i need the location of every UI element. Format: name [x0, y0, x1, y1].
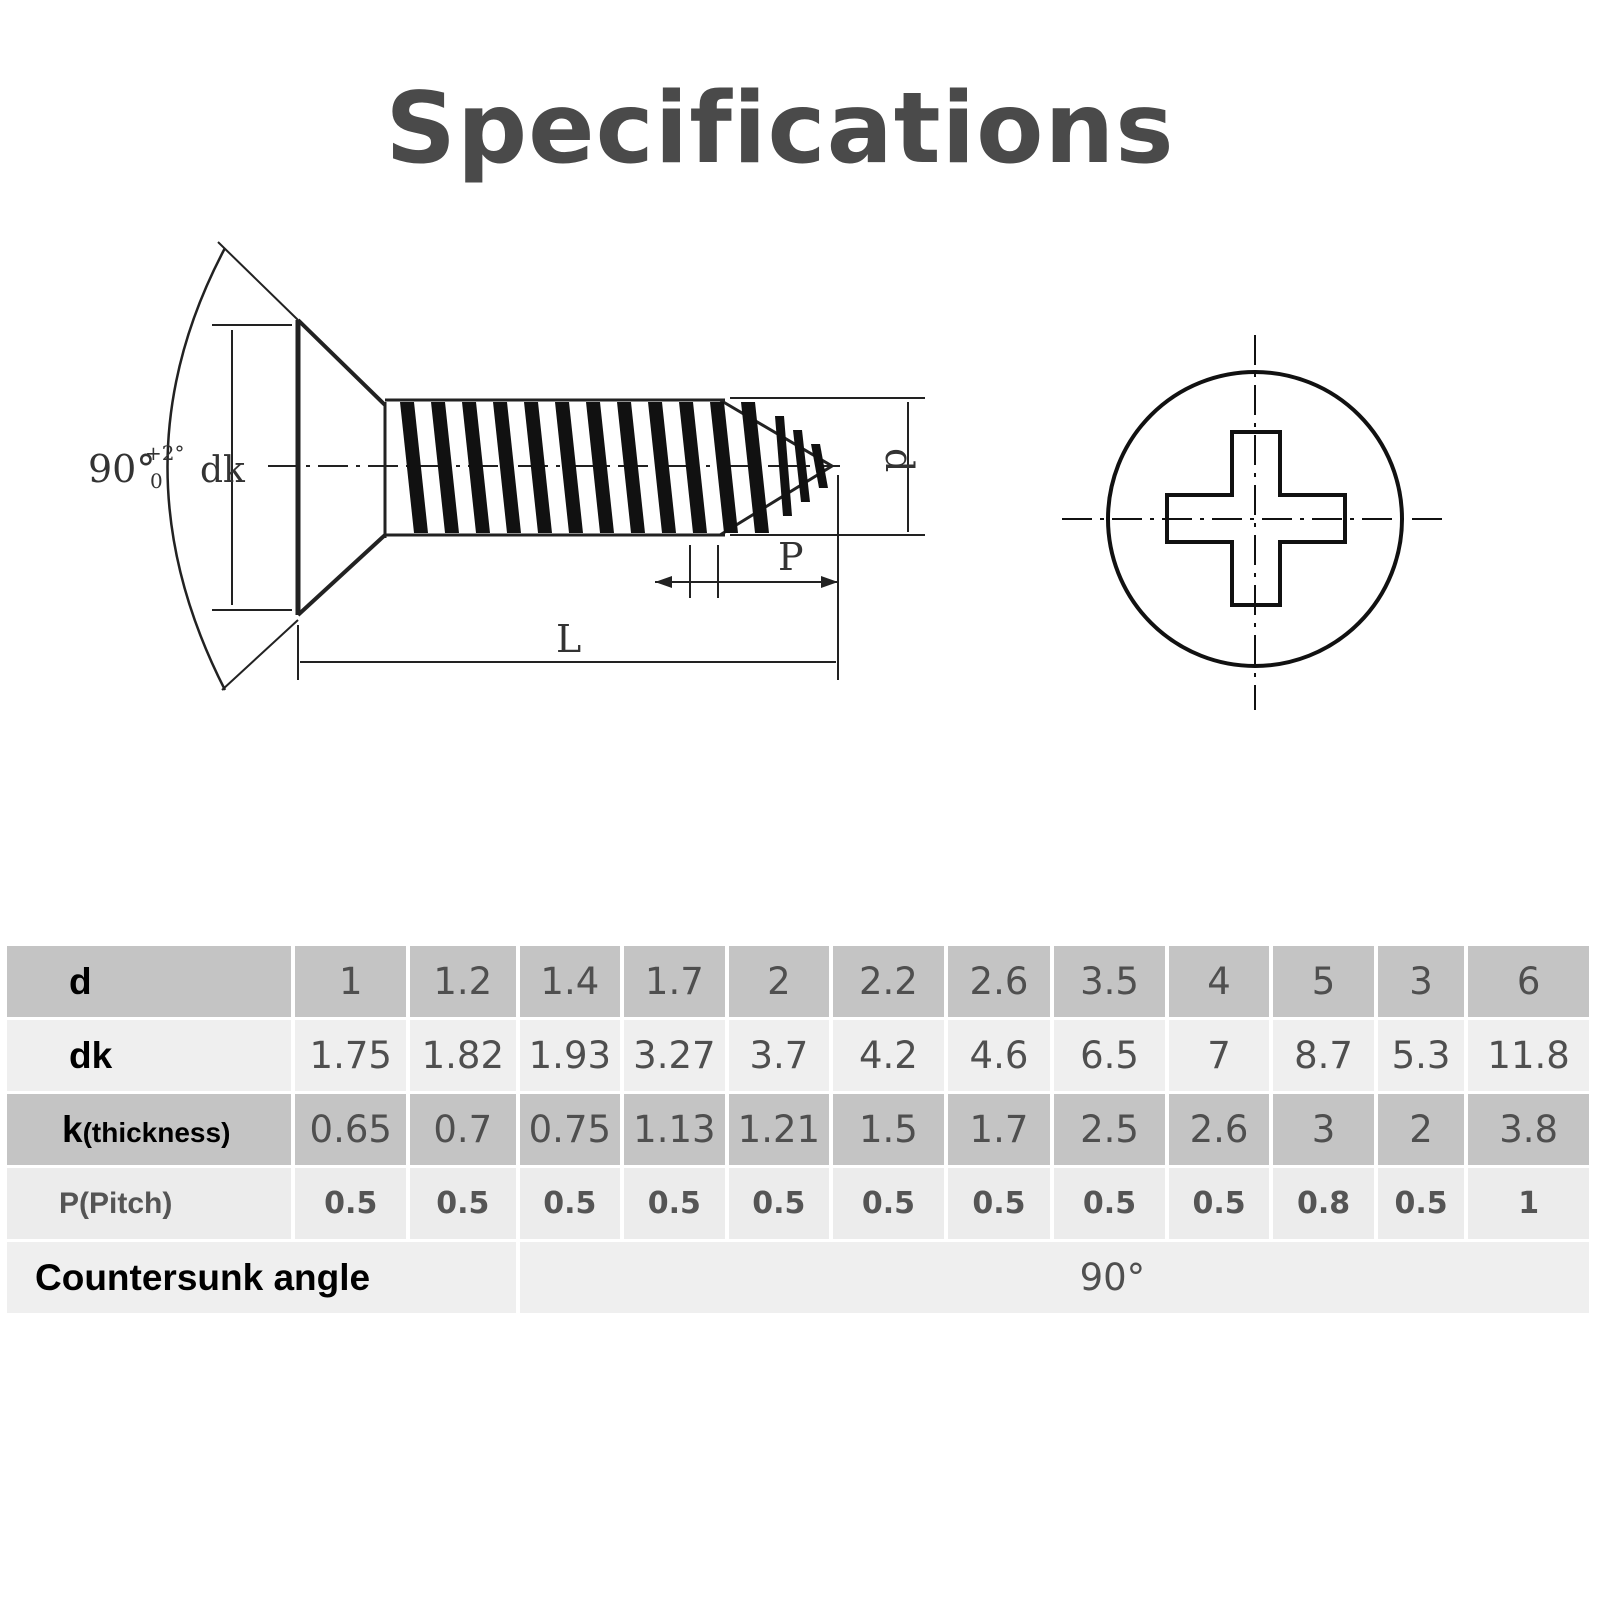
thread-marks	[400, 402, 828, 533]
head-top-view	[1062, 335, 1448, 710]
table-cell: 1.2	[410, 946, 516, 1017]
table-cell: 1.75	[295, 1020, 407, 1091]
table-cell: 1.7	[947, 1094, 1051, 1165]
table-cell: 3	[1273, 1094, 1374, 1165]
row-label-text: d	[69, 960, 92, 1002]
table-cell: 0.5	[1377, 1168, 1465, 1239]
thread-mark	[741, 402, 769, 533]
table-cell: 0.5	[1054, 1168, 1165, 1239]
table-cell: 1.93	[519, 1020, 621, 1091]
table-cell: 4	[1168, 946, 1270, 1017]
table-cell: 0.7	[410, 1094, 516, 1165]
thread-mark	[811, 444, 828, 488]
thread-mark	[555, 402, 583, 533]
table-cell: 0.5	[410, 1168, 516, 1239]
table-cell: 0.8	[1273, 1168, 1374, 1239]
phillips-cross	[1165, 430, 1347, 607]
table-cell: 0.5	[947, 1168, 1051, 1239]
row-label: dk	[7, 1020, 292, 1091]
row-label-text: dk	[69, 1034, 113, 1076]
table-cell: 2.2	[833, 946, 944, 1017]
angle-ext-top	[217, 241, 299, 321]
row-label: d	[7, 946, 292, 1017]
table-cell: 0.75	[519, 1094, 621, 1165]
table-cell: 0.5	[728, 1168, 830, 1239]
angle-label: 90°	[88, 447, 155, 491]
table-cell: 1	[295, 946, 407, 1017]
thread-mark	[710, 402, 738, 533]
table-cell: 6.5	[1054, 1020, 1165, 1091]
head-bottom	[296, 533, 387, 617]
table-cell: 3.27	[624, 1020, 725, 1091]
table-cell: 7	[1168, 1020, 1270, 1091]
row-label-text: k	[62, 1108, 83, 1150]
thread-mark	[493, 402, 521, 533]
table-cell: 0.5	[519, 1168, 621, 1239]
table-cell: 1	[1468, 1168, 1589, 1239]
thread-mark	[679, 402, 707, 533]
row-label: P(Pitch)	[7, 1168, 292, 1239]
table-cell: 1.7	[624, 946, 725, 1017]
head-top	[296, 318, 387, 407]
table-cell: 1.13	[624, 1094, 725, 1165]
table-cell: 3.7	[728, 1020, 830, 1091]
thread-mark	[793, 430, 810, 502]
table-cell: 0.5	[295, 1168, 407, 1239]
page-title: Specifications	[385, 72, 1175, 186]
table-cell: 0.5	[833, 1168, 944, 1239]
angle-ext-bottom	[221, 619, 299, 691]
table-cell: 1.21	[728, 1094, 830, 1165]
table-cell: 4.2	[833, 1020, 944, 1091]
thread-mark	[431, 402, 459, 533]
table-cell: 5	[1273, 946, 1374, 1017]
d-label: d	[877, 448, 921, 472]
table-cell: 3.5	[1054, 946, 1165, 1017]
table-cell: 4.6	[947, 1020, 1051, 1091]
angle-arc	[166, 247, 227, 691]
thread-mark	[586, 402, 614, 533]
thread-mark	[617, 402, 645, 533]
table-cell: 0.5	[1168, 1168, 1270, 1239]
thread-mark	[648, 402, 676, 533]
table-cell: 5.3	[1377, 1020, 1465, 1091]
table-cell: 1.5	[833, 1094, 944, 1165]
table-cell: 6	[1468, 946, 1589, 1017]
p-label: P	[778, 535, 804, 579]
l-label: L	[556, 617, 581, 661]
table-cell: 8.7	[1273, 1020, 1374, 1091]
countersunk-label: Countersunk angle	[7, 1242, 516, 1313]
table-cell: 3.8	[1468, 1094, 1589, 1165]
table-cell: 3	[1377, 946, 1465, 1017]
row-label-suffix: (thickness)	[82, 1116, 231, 1148]
thread-mark	[524, 402, 552, 533]
dk-label: dk	[200, 450, 246, 491]
table-cell: 2	[1377, 1094, 1465, 1165]
countersunk-value: 90°	[519, 1242, 1589, 1313]
row-label: k(thickness)	[7, 1094, 292, 1165]
table-cell: 2.5	[1054, 1094, 1165, 1165]
head-circle	[1106, 370, 1404, 668]
table-cell: 2	[728, 946, 830, 1017]
row-label-text: P(Pitch)	[59, 1186, 173, 1220]
table-cell: 1.4	[519, 946, 621, 1017]
thread-mark	[462, 402, 490, 533]
table-cell: 1.82	[410, 1020, 516, 1091]
tolerance-zero: 0	[150, 469, 163, 493]
thread-mark	[775, 416, 792, 516]
table-cell: 2.6	[947, 946, 1051, 1017]
screw-drawing: 90° +2° 0 dk d P L	[88, 241, 1448, 710]
table-cell: 2.6	[1168, 1094, 1270, 1165]
table-cell: 0.65	[295, 1094, 407, 1165]
table-cell: 0.5	[624, 1168, 725, 1239]
table-cell: 11.8	[1468, 1020, 1589, 1091]
tolerance-plus: +2°	[145, 441, 184, 465]
thread-mark	[400, 402, 428, 533]
